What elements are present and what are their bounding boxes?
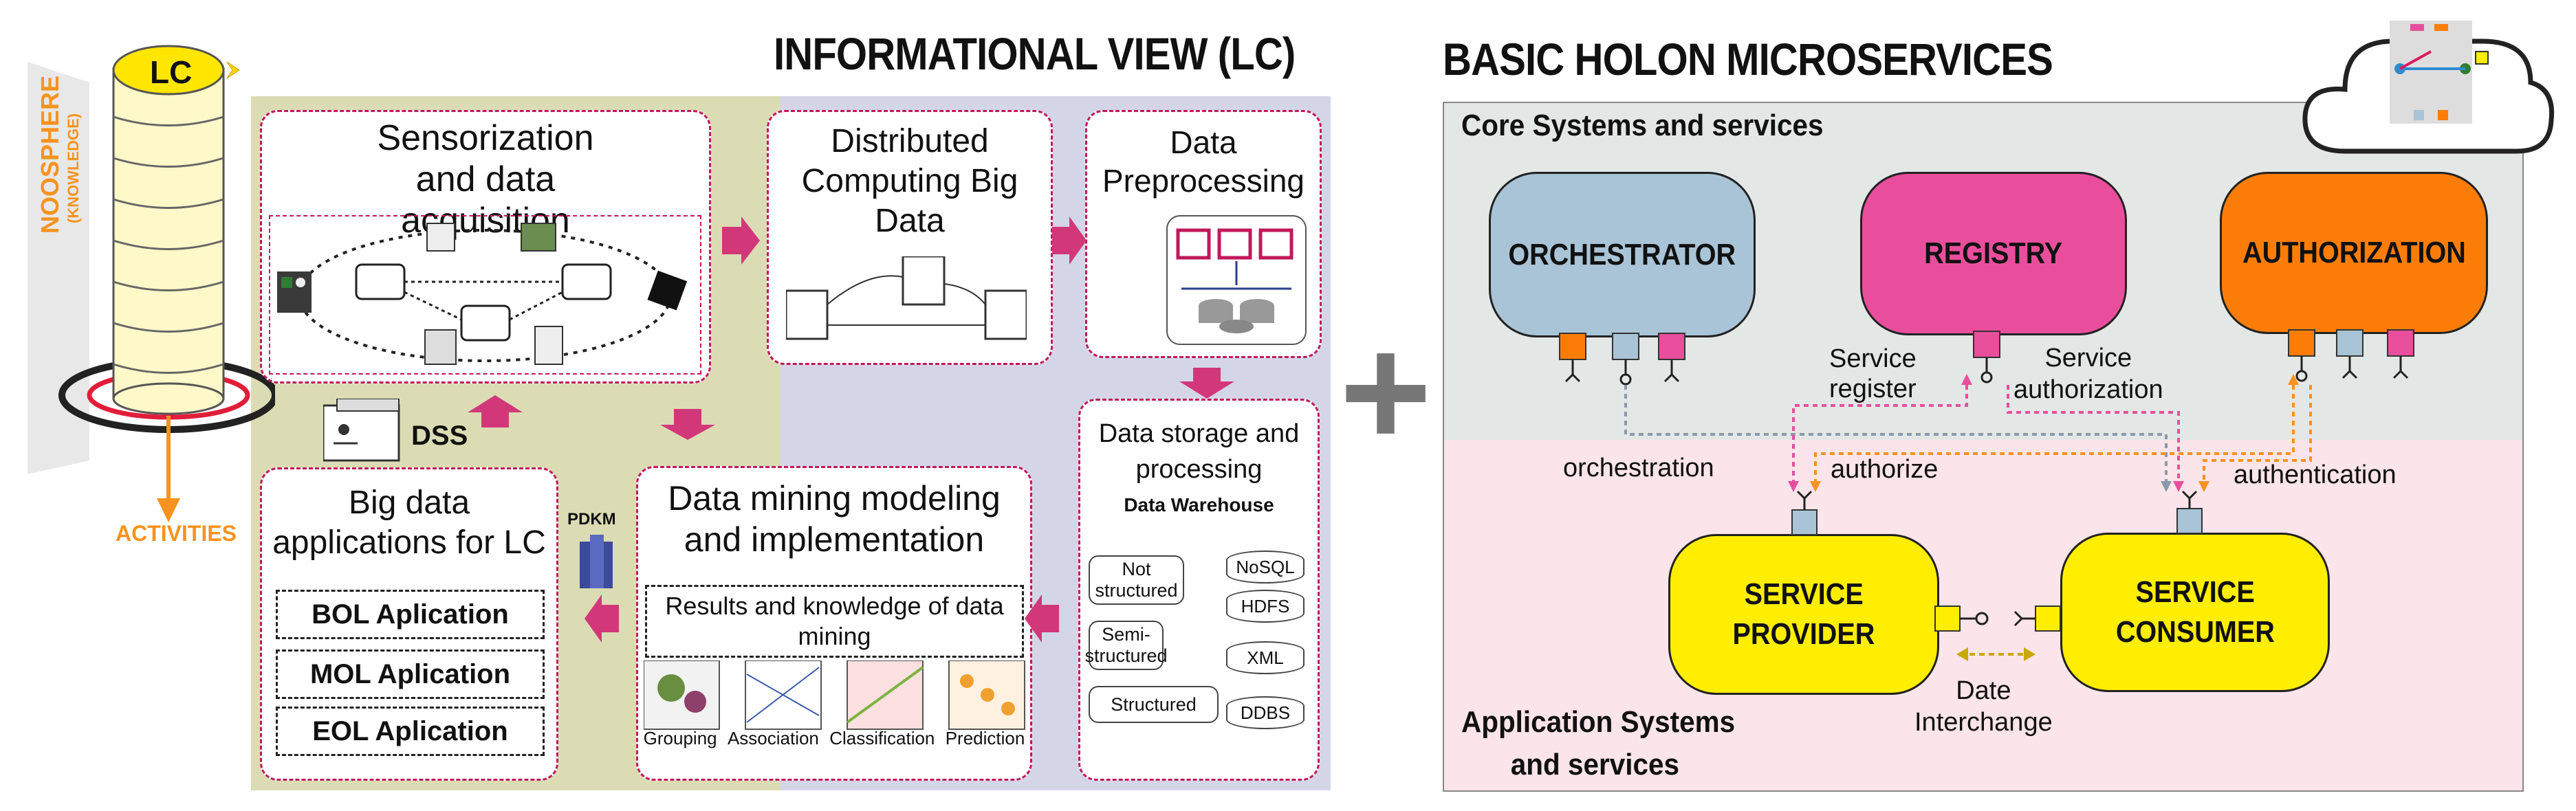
orch-port-blue-icon [1612,333,1639,360]
not-structured-box: Not structured [1089,555,1184,605]
provider-top-port-icon [1791,509,1818,535]
dss-server-icon [323,399,400,462]
technique-icons [643,660,1025,740]
mining-panel: Data mining modeling and implementation … [636,466,1032,781]
pdkm-label: PDKM [567,510,616,529]
pdkm-building-icon [580,535,613,588]
preprocessing-title: Data Preprocessing [1102,124,1305,199]
technique-labels: Grouping Association Classification Pred… [638,728,1030,749]
application-systems-area [1443,440,2524,792]
app-title-line-1: Application Systems [1461,705,1736,739]
noosphere-wedge-icon [28,62,89,474]
orchestration-label: orchestration [1563,454,1714,482]
consumer-label-1: SERVICE [2135,575,2255,609]
arrow-right-2-icon [1052,216,1087,265]
auth-port-pink-icon [2387,329,2414,357]
flow-arrows [468,216,1234,643]
bol-application: BOL Aplication [276,590,545,639]
authorization-service: AUTHORIZATION [2220,172,2488,334]
xml-cylinder: XML [1226,641,1305,674]
orchestrator-label: ORCHESTRATOR [1508,237,1736,271]
consumer-label-2: CONSUMER [2115,615,2275,649]
mining-techniques-icon [643,660,1025,730]
results-box: Results and knowledge of data mining [645,585,1024,658]
authorization-label: AUTHORIZATION [2242,236,2466,269]
bigdata-panel: Big data applications for LC BOL Aplicat… [260,467,558,781]
authorize-label: authorize [1831,455,1939,484]
eol-application: EOL Aplication [276,707,545,756]
arrow-left-1-icon [1025,595,1059,643]
technique-grouping: Grouping [643,728,717,748]
auth-port-orange-icon [2288,329,2315,357]
sensor-network [269,215,701,375]
plus-sign: + [1339,303,1432,480]
hdfs-cylinder: HDFS [1226,590,1305,623]
auth-port-blue-icon [2336,329,2364,357]
date-interchange-line-1: Date [1956,676,2011,705]
dss-label: DSS [411,421,468,451]
storage-title: Data storage and processing [1098,419,1300,484]
lc-stack-graphic [28,45,275,522]
warehouse-label: Data Warehouse [1124,494,1274,515]
semi-structured-box: Semi-structured [1084,621,1168,670]
distributed-panel: Distributed Computing Big Data [767,110,1053,365]
provider-side-port-icon [1934,606,1961,632]
orch-port-orange-icon [1559,333,1586,360]
bigdata-title: Big data applications for LC [272,485,546,561]
authentication-label: authentication [2234,460,2397,489]
arrow-down-1-icon [1179,368,1234,399]
technique-classification: Classification [829,728,935,748]
provider-label-2: PROVIDER [1732,617,1875,651]
date-interchange-line-2: Interchange [1914,708,2053,737]
mol-application: MOL Aplication [276,649,545,699]
date-interchange-label: Date Interchange [1914,675,2053,738]
preprocessing-graphic [1166,215,1307,345]
distributed-title: Distributed Computing Big Data [801,123,1018,239]
service-register-line-1: Service [1829,344,1917,373]
service-provider: SERVICE PROVIDER [1668,534,1939,695]
preprocessing-icon [1176,228,1294,333]
service-auth-line-1: Service [2044,344,2132,373]
lc-top-icon [112,45,225,96]
service-register-line-2: register [1829,375,1917,403]
service-consumer: SERVICE CONSUMER [2060,533,2330,692]
consumer-top-port-icon [2176,508,2203,534]
registry-label: REGISTRY [1924,236,2063,270]
sensorization-title: Sensorization and data acquisition [377,118,594,241]
nosql-cylinder: NoSQL [1226,551,1305,584]
sensor-network-icon [277,223,688,365]
service-auth-line-2: authorization [2013,375,2163,404]
arrow-down-2-icon [660,409,715,440]
activities-arrow-icon [157,498,180,522]
consumer-side-port-icon [2035,606,2061,632]
service-register-label: Service register [1829,344,1917,404]
registry-port-icon [1973,331,2000,358]
server-cluster-icon [786,256,1027,340]
orch-port-pink-icon [1658,333,1685,360]
arrow-up-1-icon [468,395,523,427]
service-authorization-label: Service authorization [2013,342,2163,406]
structured-box: Structured [1089,686,1219,723]
app-title-line-2: and services [1510,748,1680,781]
activities-label: ACTIVITIES [116,521,237,546]
mining-title: Data mining modeling and implementation [668,479,1001,559]
provider-label-1: SERVICE [1744,577,1864,611]
ddbs-cylinder: DDBS [1226,696,1305,729]
registry-service: REGISTRY [1860,172,2127,335]
cloud-icon [2302,21,2555,154]
application-systems-title: Application Systems and services [1461,701,1735,786]
technique-association: Association [727,728,819,748]
informational-view-title: INFORMATIONAL VIEW (LC) [774,28,1296,79]
technique-prediction: Prediction [945,728,1025,748]
holon-title: BASIC HOLON MICROSERVICES [1443,34,2053,85]
storage-panel: Data storage and processing Data Warehou… [1078,399,1320,781]
preprocessing-panel: Data Preprocessing [1085,110,1322,358]
core-systems-title: Core Systems and services [1461,109,1824,142]
arrow-left-2-icon [585,595,619,643]
sensorization-panel: Sensorization and data acquisition [260,110,711,384]
lc-label: LC [150,54,193,90]
arrow-right-1-icon [722,216,760,265]
